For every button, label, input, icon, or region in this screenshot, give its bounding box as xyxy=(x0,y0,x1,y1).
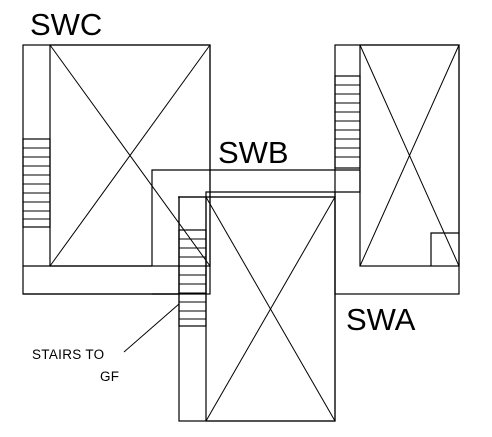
label-stairs-line2: GF xyxy=(100,369,119,384)
stairs-leader-line xyxy=(123,303,180,353)
label-swb: SWB xyxy=(218,135,289,170)
label-swa: SWA xyxy=(346,302,416,337)
label-stairs-line1: STAIRS TO xyxy=(32,347,104,362)
right-corner-notch xyxy=(430,232,459,266)
swb-corridor-right-wall xyxy=(335,170,361,193)
right-room-diagonal-2 xyxy=(359,44,460,267)
swb-corridor-right-upper xyxy=(205,191,336,197)
swb-corridor-inner-wall xyxy=(151,169,210,266)
right-staircase xyxy=(334,75,361,169)
swc-staircase xyxy=(22,138,51,228)
swa-outer-wall xyxy=(178,196,336,422)
block-right xyxy=(334,44,460,295)
swb-corridor-lower-wall xyxy=(152,196,180,295)
swa-staircase xyxy=(178,229,207,327)
swc-room-diagonal-2 xyxy=(49,44,211,267)
swb-corridor-lower-inner xyxy=(179,196,207,294)
label-swc: SWC xyxy=(30,7,102,42)
swa-room-diagonal-2 xyxy=(205,196,336,422)
block-swa xyxy=(178,196,336,422)
